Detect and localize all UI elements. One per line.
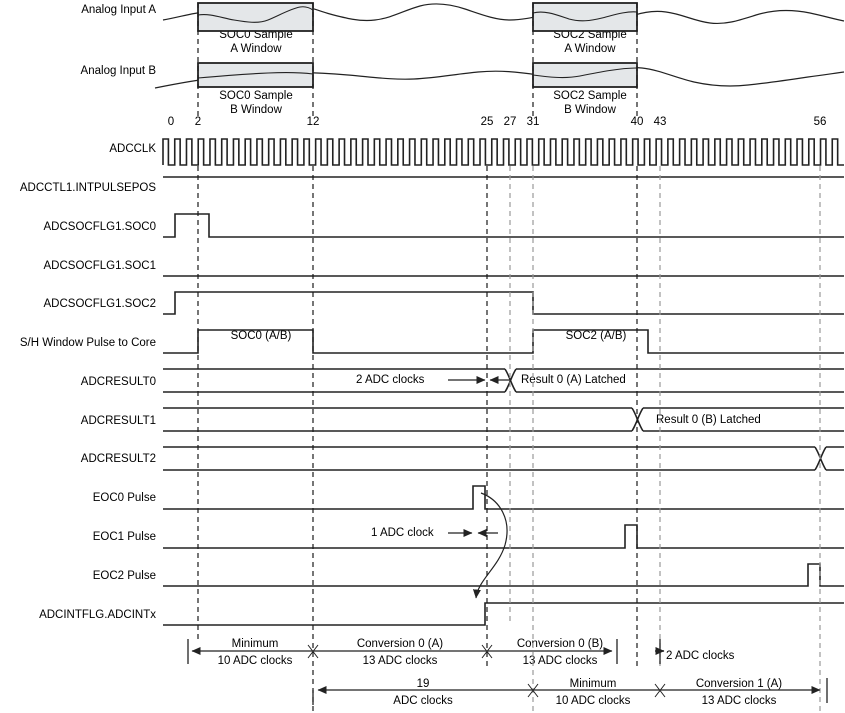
clock-tick-label-2: 2 (194, 116, 202, 128)
waveform-eoc0-pulse (163, 485, 844, 510)
signal-label-adcsocflg1-soc1: ADCSOCFLG1.SOC1 (43, 260, 156, 272)
sample-window-caption-soc2-b-line1: SOC2 Sample (553, 90, 627, 102)
sample-window-caption-soc2-b-line2: B Window (564, 104, 616, 116)
signal-label-adcresult0: ADCRESULT0 (80, 376, 156, 388)
measure-r2-0-sub: ADC clocks (393, 695, 453, 707)
annotation-sh-soc2: SOC2 (A/B) (565, 330, 627, 342)
measure-r2-1-sub: 10 ADC clocks (555, 695, 631, 707)
measure-r2-1-title: Minimum (569, 678, 617, 690)
clock-tick-label-56: 56 (813, 116, 827, 128)
clock-tick-label-12: 12 (306, 116, 320, 128)
measure-r2-0-title: 19 (416, 678, 430, 690)
signal-label-eoc2-pulse: EOC2 Pulse (92, 570, 156, 582)
waveform-eoc1-pulse (163, 524, 844, 549)
sample-window-caption-soc0-b-line1: SOC0 Sample (219, 90, 293, 102)
measure-r1-2-title: Conversion 0 (B) (516, 638, 604, 650)
signal-label-sh-window-pulse-to-core: S/H Window Pulse to Core (19, 337, 156, 349)
sample-window-box-soc0-b (197, 62, 314, 88)
waveform-sh-window-pulse (163, 329, 844, 354)
annotation-result0-b-latched: Result 0 (B) Latched (656, 414, 761, 426)
sample-window-caption-soc2-a-line1: SOC2 Sample (553, 29, 627, 41)
clock-tick-label-27: 27 (503, 116, 517, 128)
signal-label-adcctl1-intpulsepos: ADCCTL1.INTPULSEPOS (19, 182, 156, 194)
measure-r1-1-title: Conversion 0 (A) (356, 638, 444, 650)
sample-window-caption-soc0-b-line2: B Window (230, 104, 282, 116)
sample-window-box-soc2-a (532, 2, 638, 32)
sample-window-caption-soc2-a-line2: A Window (564, 43, 616, 55)
clock-tick-label-0: 0 (167, 116, 175, 128)
measure-r1-3-sub: 2 ADC clocks (666, 650, 735, 662)
signal-label-eoc1-pulse: EOC1 Pulse (92, 531, 156, 543)
signal-label-adcresult2: ADCRESULT2 (80, 453, 156, 465)
signal-label-adcintflg-adcintx: ADCINTFLG.ADCINTx (39, 609, 156, 621)
waveform-adcintflg-adcintx (163, 602, 844, 626)
annotation-one-adc-clock: 1 ADC clock (371, 527, 434, 539)
measure-r1-0-title: Minimum (231, 638, 279, 650)
waveform-adcresult0 (163, 368, 844, 393)
signal-label-analog-input-b: Analog Input B (80, 65, 156, 77)
sample-window-caption-soc0-a-line1: SOC0 Sample (219, 29, 293, 41)
annotation-sh-soc0: SOC0 (A/B) (230, 330, 292, 342)
measure-r2-2-title: Conversion 1 (A) (695, 678, 783, 690)
callout-curve-eoc0-to-adcint (472, 492, 508, 599)
waveform-adcresult1 (163, 407, 844, 432)
waveform-eoc2-pulse (163, 563, 844, 587)
signal-label-adcsocflg1-soc2: ADCSOCFLG1.SOC2 (43, 298, 156, 310)
signal-label-adcclk: ADCCLK (109, 143, 156, 155)
clock-tick-label-25: 25 (480, 116, 494, 128)
sample-window-box-soc0-a (197, 2, 314, 32)
waveform-adcresult2 (163, 446, 844, 471)
measure-r2-2-sub: 13 ADC clocks (701, 695, 777, 707)
measurement-bars-row-2 (312, 678, 828, 705)
measure-r1-2-sub: 13 ADC clocks (522, 655, 598, 667)
signal-label-eoc0-pulse: EOC0 Pulse (92, 492, 156, 504)
measure-r1-0-sub: 10 ADC clocks (217, 655, 293, 667)
clock-tick-label-43: 43 (653, 116, 667, 128)
annotation-result0-a-latched: Result 0 (A) Latched (521, 374, 626, 386)
measurement-bars-row-1 (187, 639, 665, 664)
clock-tick-label-31: 31 (526, 116, 540, 128)
clock-tick-label-40: 40 (630, 116, 644, 128)
adcclk-waveform (162, 138, 844, 166)
signal-label-adcsocflg1-soc0: ADCSOCFLG1.SOC0 (43, 221, 156, 233)
signal-label-analog-input-a: Analog Input A (81, 4, 156, 16)
annotation-two-adc-clocks: 2 ADC clocks (356, 374, 425, 386)
measure-r1-1-sub: 13 ADC clocks (362, 655, 438, 667)
signal-label-adcresult1: ADCRESULT1 (80, 415, 156, 427)
waveform-adcsocflg1-soc2 (163, 291, 844, 315)
waveform-adcsocflg1-soc0 (163, 213, 844, 238)
sample-window-caption-soc0-a-line2: A Window (230, 43, 282, 55)
